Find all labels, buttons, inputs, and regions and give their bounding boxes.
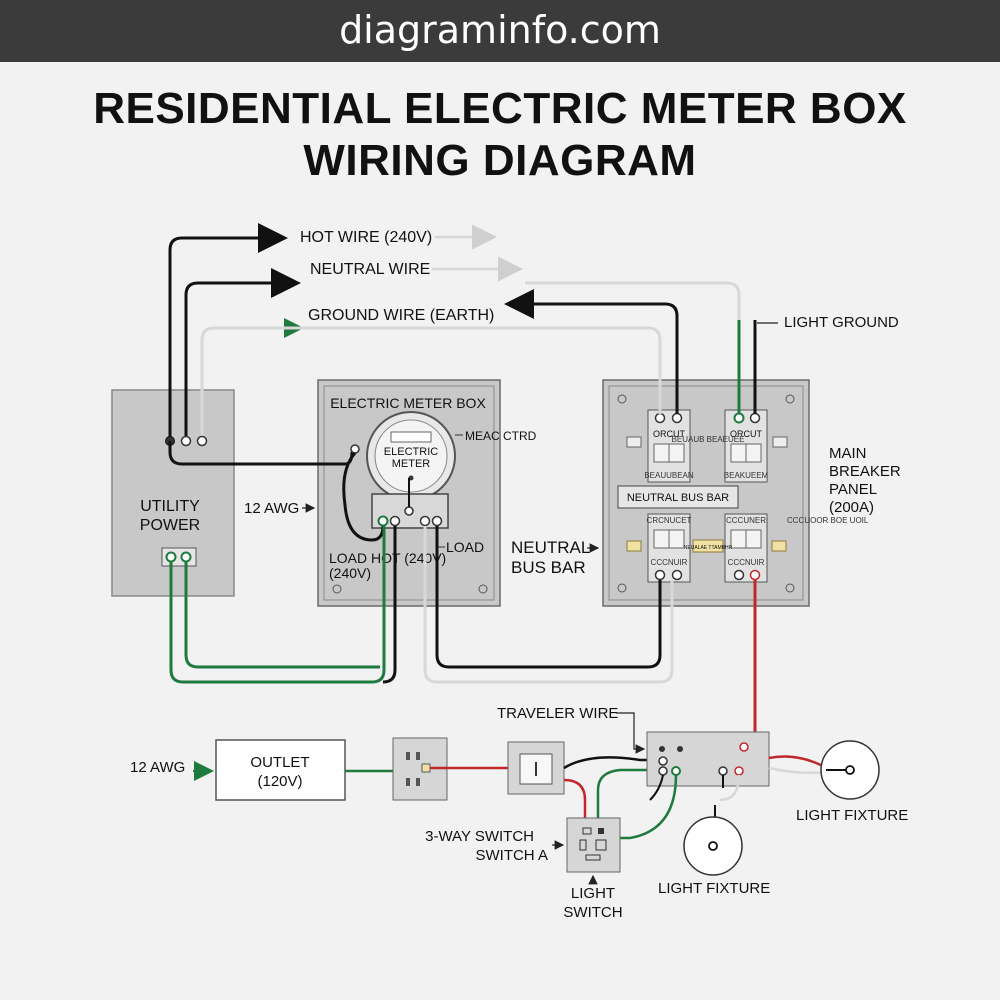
neutral-bus-label-1: NEUTRAL — [511, 538, 590, 557]
light-switch-box — [566, 817, 621, 873]
title-line-2: WIRING DIAGRAM — [303, 136, 697, 185]
meter-awg-label: 12 AWG — [244, 500, 299, 517]
panel-label-3: PANEL — [829, 481, 877, 498]
traveler-wire-label: TRAVELER WIRE — [497, 705, 618, 722]
svg-text:OUTLET: OUTLET — [250, 754, 309, 771]
light-fixture-bottom — [683, 816, 743, 876]
light-switch-label-2: SWITCH — [563, 904, 622, 921]
svg-text:BEUAUB BEAEUEE: BEUAUB BEAEUEE — [672, 435, 745, 444]
svg-text:NEUTRAL BUS BAR: NEUTRAL BUS BAR — [627, 492, 729, 504]
fixture-bottom-label: LIGHT FIXTURE — [658, 880, 770, 897]
svg-text:BEAKUEEM: BEAKUEEM — [724, 471, 769, 480]
light-fixture-right — [820, 740, 880, 800]
svg-text:CCCNUIR: CCCNUIR — [651, 558, 688, 567]
utility-power-box: UTILITY POWER — [111, 389, 235, 597]
fixture-right-label: LIGHT FIXTURE — [796, 807, 908, 824]
site-header: diagraminfo.com — [0, 0, 1000, 62]
panel-label-2: BREAKER — [829, 463, 901, 480]
svg-text:ORCUT: ORCUT — [730, 429, 762, 439]
neutral-legend-wire — [184, 268, 301, 440]
svg-text:(120V): (120V) — [257, 773, 302, 790]
panel-label-1: MAIN — [829, 445, 867, 462]
utility-label-2: POWER — [140, 517, 200, 534]
meter-side-label: MEAC CTRD — [465, 429, 537, 443]
hot-wire-label: HOT WIRE (240V) — [300, 229, 432, 246]
neutral-bus-bar — [617, 485, 739, 509]
load-label: LOAD — [446, 539, 484, 555]
svg-text:ORCUT: ORCUT — [653, 429, 685, 439]
switch-box — [507, 741, 565, 795]
svg-text:CCCNUIR: CCCNUIR — [728, 558, 765, 567]
svg-text:CCCUNER: CCCUNER — [726, 516, 766, 525]
neutral-bus-label-2: BUS BAR — [511, 558, 586, 577]
utility-label-1: UTILITY — [140, 498, 200, 515]
electric-meter-box: ELECTRIC METER BOX ELECTRIC METER MEAC C… — [317, 379, 537, 607]
legend-wires: HOT WIRE (240V) NEUTRAL WIRE GROUND WIRE… — [168, 223, 757, 440]
switch-a-label-1: 3-WAY SWITCH — [425, 828, 534, 845]
circuit-awg-label: 12 AWG — [130, 759, 185, 776]
svg-text:BEAUUBEAN: BEAUUBEAN — [644, 471, 694, 480]
ground-wire-label: GROUND WIRE (EARTH) — [308, 307, 494, 324]
meter-face-2: METER — [392, 458, 431, 470]
outlet-box: OUTLET (120V) — [215, 739, 346, 801]
neutral-wire-label: NEUTRAL WIRE — [310, 261, 430, 278]
site-name[interactable]: diagraminfo.com — [339, 8, 661, 52]
load-hot-label-2: (240V) — [329, 565, 371, 581]
svg-text:CRCNUCET: CRCNUCET — [647, 516, 692, 525]
main-breaker-panel: ORCUT BEAUUBEAN ORCUT BEAKUEEM BEUAUB BE… — [602, 379, 869, 607]
junction-box — [646, 731, 770, 787]
svg-text:NEUALAE TTAMBHR: NEUALAE TTAMBHR — [684, 545, 733, 551]
light-switch-label-1: LIGHT — [571, 885, 615, 902]
light-ground-label: LIGHT GROUND — [784, 314, 899, 331]
panel-label-4: (200A) — [829, 499, 874, 516]
meter-face-1: ELECTRIC — [384, 446, 438, 458]
svg-text:CCCUOOR BOE UOIL: CCCUOOR BOE UOIL — [787, 516, 869, 525]
switch-a-label-2: SWITCH A — [475, 847, 548, 864]
load-hot-label: LOAD HOT (240V) — [329, 550, 446, 566]
title-line-1: RESIDENTIAL ELECTRIC METER BOX — [93, 84, 907, 133]
meter-box-title: ELECTRIC METER BOX — [330, 395, 486, 411]
